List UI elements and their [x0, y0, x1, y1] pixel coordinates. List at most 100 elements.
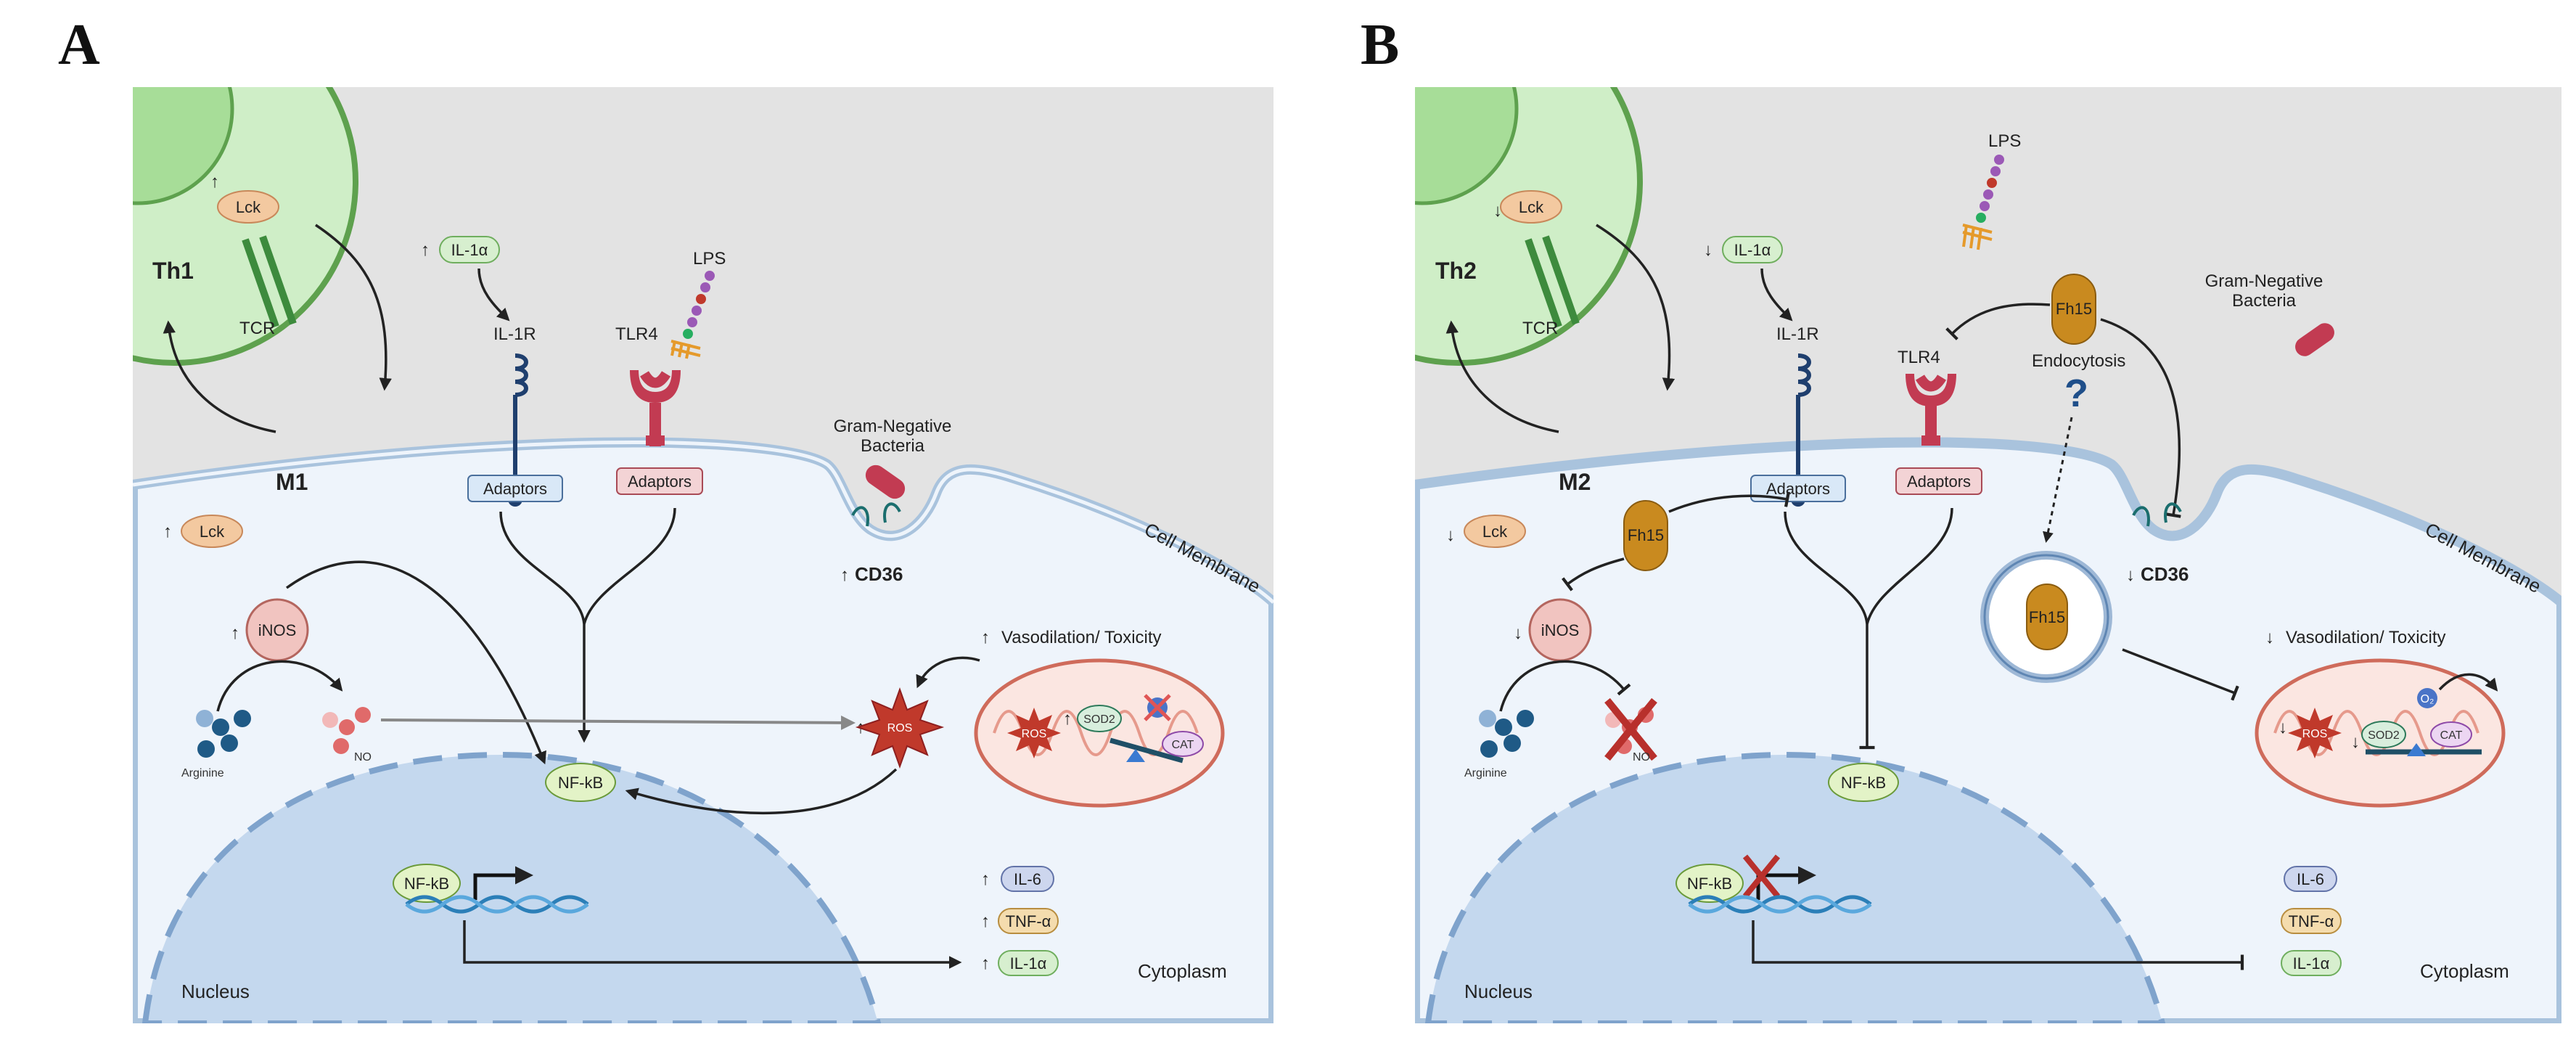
adaptor-merge-lines — [1784, 507, 1953, 625]
vasodilation-label: Vasodilation/ Toxicity — [2286, 628, 2446, 647]
tlr4-label: TLR4 — [1898, 348, 1940, 367]
inos-enzyme: iNOS — [1528, 598, 1592, 662]
panel-a-letter: A — [58, 13, 100, 77]
m1-label: M1 — [276, 469, 308, 495]
cat-enzyme: CAT — [2430, 721, 2472, 748]
nfkb-cytoplasm: NF-kB — [545, 763, 616, 802]
ros-burst-mito: ROS — [2288, 708, 2342, 758]
tlr4-receptor — [630, 370, 681, 446]
dna-helix — [405, 895, 589, 914]
fh15-cytoplasm: Fh15 — [1623, 500, 1668, 571]
down-arrow-icon: ↓ — [2351, 732, 2360, 752]
svg-text:NF-kB: NF-kB — [558, 774, 603, 792]
cat-enzyme: CAT — [1162, 731, 1204, 757]
arginine-label: Arginine — [1464, 767, 1507, 779]
cytokine-tnfa: TNF-α — [998, 908, 1059, 934]
m2-to-th2-arrow — [1445, 320, 1559, 433]
svg-text:IL-1α: IL-1α — [451, 241, 488, 259]
cd36-receptor — [2132, 502, 2182, 527]
question-mark-icon: ? — [2064, 372, 2088, 415]
blocked-x-icon — [1742, 854, 1781, 898]
fh15-inhibits-tlr4 — [1945, 303, 2051, 340]
th2-nucleus — [1415, 87, 1519, 205]
svg-text:O₂: O₂ — [2421, 693, 2435, 705]
adaptor-merge-lines — [499, 507, 676, 625]
ros-burst-mito: ROS — [1007, 708, 1061, 758]
cytokine-il6: IL-6 — [2284, 866, 2337, 892]
svg-text:IL-6: IL-6 — [1014, 870, 1041, 888]
adaptors-box-il1r: Adaptors — [467, 475, 563, 502]
panel-b: B Th2 ↓ Lck TCR M2 ↓ IL-1α IL-1R — [1361, 13, 2561, 1023]
svg-text:CAT: CAT — [1172, 739, 1194, 751]
bacteria-label-1: Gram-Negative — [2205, 271, 2323, 291]
th2-label: Th2 — [1435, 258, 1477, 284]
arginine-label: Arginine — [181, 767, 224, 779]
membrane-bar — [1109, 737, 1184, 764]
inos-to-nfkb-arrow — [285, 560, 546, 765]
down-arrow-icon: ↓ — [1704, 240, 1712, 260]
tcr-label: TCR — [1522, 319, 1558, 338]
svg-text:TNF-α: TNF-α — [2289, 912, 2334, 930]
panel-a: A Th1 ↑ Lck TCR M1 — [58, 13, 1273, 1023]
svg-text:iNOS: iNOS — [258, 621, 297, 639]
th2-to-m2-arrow — [1596, 224, 1675, 391]
bacterium-icon — [2295, 323, 2334, 356]
svg-text:iNOS: iNOS — [1541, 621, 1580, 639]
up-arrow-icon: ↑ — [981, 912, 990, 931]
svg-text:Fh15: Fh15 — [2056, 300, 2092, 318]
o2-arrow — [2438, 673, 2498, 692]
il1r-label: IL-1R — [493, 324, 536, 344]
o2-molecule: O₂ — [2417, 688, 2437, 708]
lck-badge-th1: Lck — [217, 190, 279, 224]
down-arrow-icon: ↓ — [1493, 201, 1502, 221]
svg-text:NF-kB: NF-kB — [1687, 875, 1732, 893]
up-arrow-icon: ↑ — [421, 240, 430, 260]
lck-badge-th2: Lck — [1500, 190, 1562, 224]
up-arrow-icon: ↑ — [981, 954, 990, 973]
cytoplasm-label: Cytoplasm — [2420, 960, 2509, 982]
nucleus-label: Nucleus — [1464, 981, 1533, 1002]
arginine-molecules — [1479, 710, 1534, 758]
m1-to-th1-arrow — [163, 320, 276, 433]
svg-text:Adaptors: Adaptors — [1907, 472, 1971, 491]
svg-text:IL-1α: IL-1α — [1734, 241, 1771, 259]
cytoplasm-label: Cytoplasm — [1138, 960, 1227, 982]
down-arrow-icon: ↓ — [1446, 525, 1455, 545]
arginine-to-no-inhibited — [1499, 660, 1631, 712]
nfkb-nucleus: NF-kB — [1675, 864, 1744, 903]
svg-text:Fh15: Fh15 — [2029, 608, 2065, 626]
svg-text:Fh15: Fh15 — [1628, 526, 1664, 544]
lps-label: LPS — [1988, 131, 2021, 151]
tcr-label: TCR — [239, 319, 275, 338]
inos-enzyme: iNOS — [245, 598, 309, 662]
no-label: NO — [354, 751, 372, 764]
mito-to-ros-arrow — [916, 656, 980, 689]
arginine-to-no-arrow — [216, 660, 343, 712]
th1-nucleus — [133, 87, 234, 205]
svg-text:Adaptors: Adaptors — [1766, 480, 1830, 498]
il1a-arrow — [477, 268, 510, 322]
nucleus-label: Nucleus — [181, 981, 250, 1002]
panel-b-letter: B — [1361, 13, 1399, 77]
svg-text:Adaptors: Adaptors — [628, 472, 692, 491]
svg-text:Lck: Lck — [1519, 198, 1544, 216]
lck-badge-m1: Lck — [181, 515, 243, 548]
il1r-label: IL-1R — [1776, 324, 1819, 344]
up-arrow-icon: ↑ — [981, 628, 990, 647]
tlr4-receptor — [1906, 374, 1956, 446]
m2-label: M2 — [1559, 469, 1591, 495]
il1a-ligand: IL-1α — [1722, 236, 1783, 263]
fh15-extracellular: Fh15 — [2051, 274, 2096, 345]
svg-text:Lck: Lck — [1482, 523, 1508, 541]
th1-label: Th1 — [152, 258, 194, 284]
ros-burst: ROS — [855, 687, 945, 769]
sod2-enzyme: SOD2 — [2361, 721, 2406, 748]
no-to-ros-arrow — [380, 715, 856, 730]
th1-to-m1-arrow — [315, 224, 392, 391]
up-arrow-icon: ↑ — [1063, 709, 1072, 729]
cytokine-il6: IL-6 — [1001, 866, 1054, 892]
vasodilation-label: Vasodilation/ Toxicity — [1001, 628, 1162, 647]
tlr4-label: TLR4 — [615, 324, 658, 344]
gene-inhibition-line — [1752, 920, 2244, 970]
up-arrow-icon: ↑ — [163, 522, 172, 541]
